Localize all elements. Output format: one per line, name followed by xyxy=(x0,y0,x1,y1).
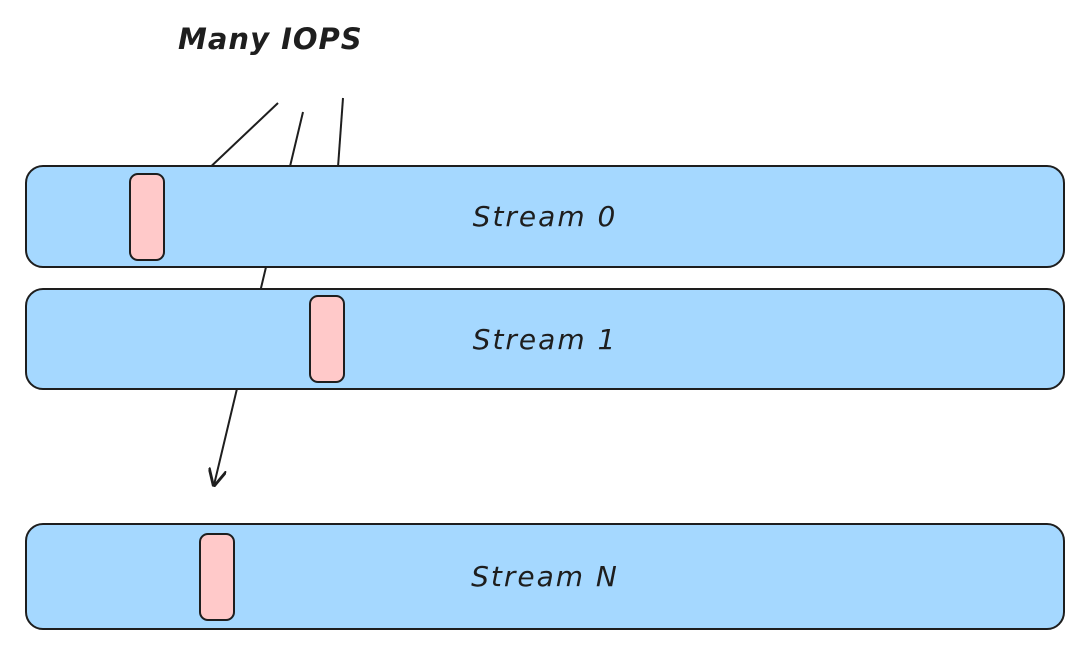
stream-1-io-block xyxy=(309,295,345,383)
stream-0-label: Stream 0 xyxy=(472,200,618,233)
stream-n-io-block xyxy=(199,532,235,621)
stream-0-bar: Stream 0 xyxy=(25,165,1065,268)
stream-0-io-block xyxy=(129,172,165,261)
stream-n-label: Stream N xyxy=(471,560,619,593)
stream-1-bar: Stream 1 xyxy=(25,288,1065,390)
stream-n-bar: Stream N xyxy=(25,523,1065,630)
stream-1-label: Stream 1 xyxy=(472,322,618,356)
many-iops-label: Many IOPS xyxy=(178,22,363,56)
